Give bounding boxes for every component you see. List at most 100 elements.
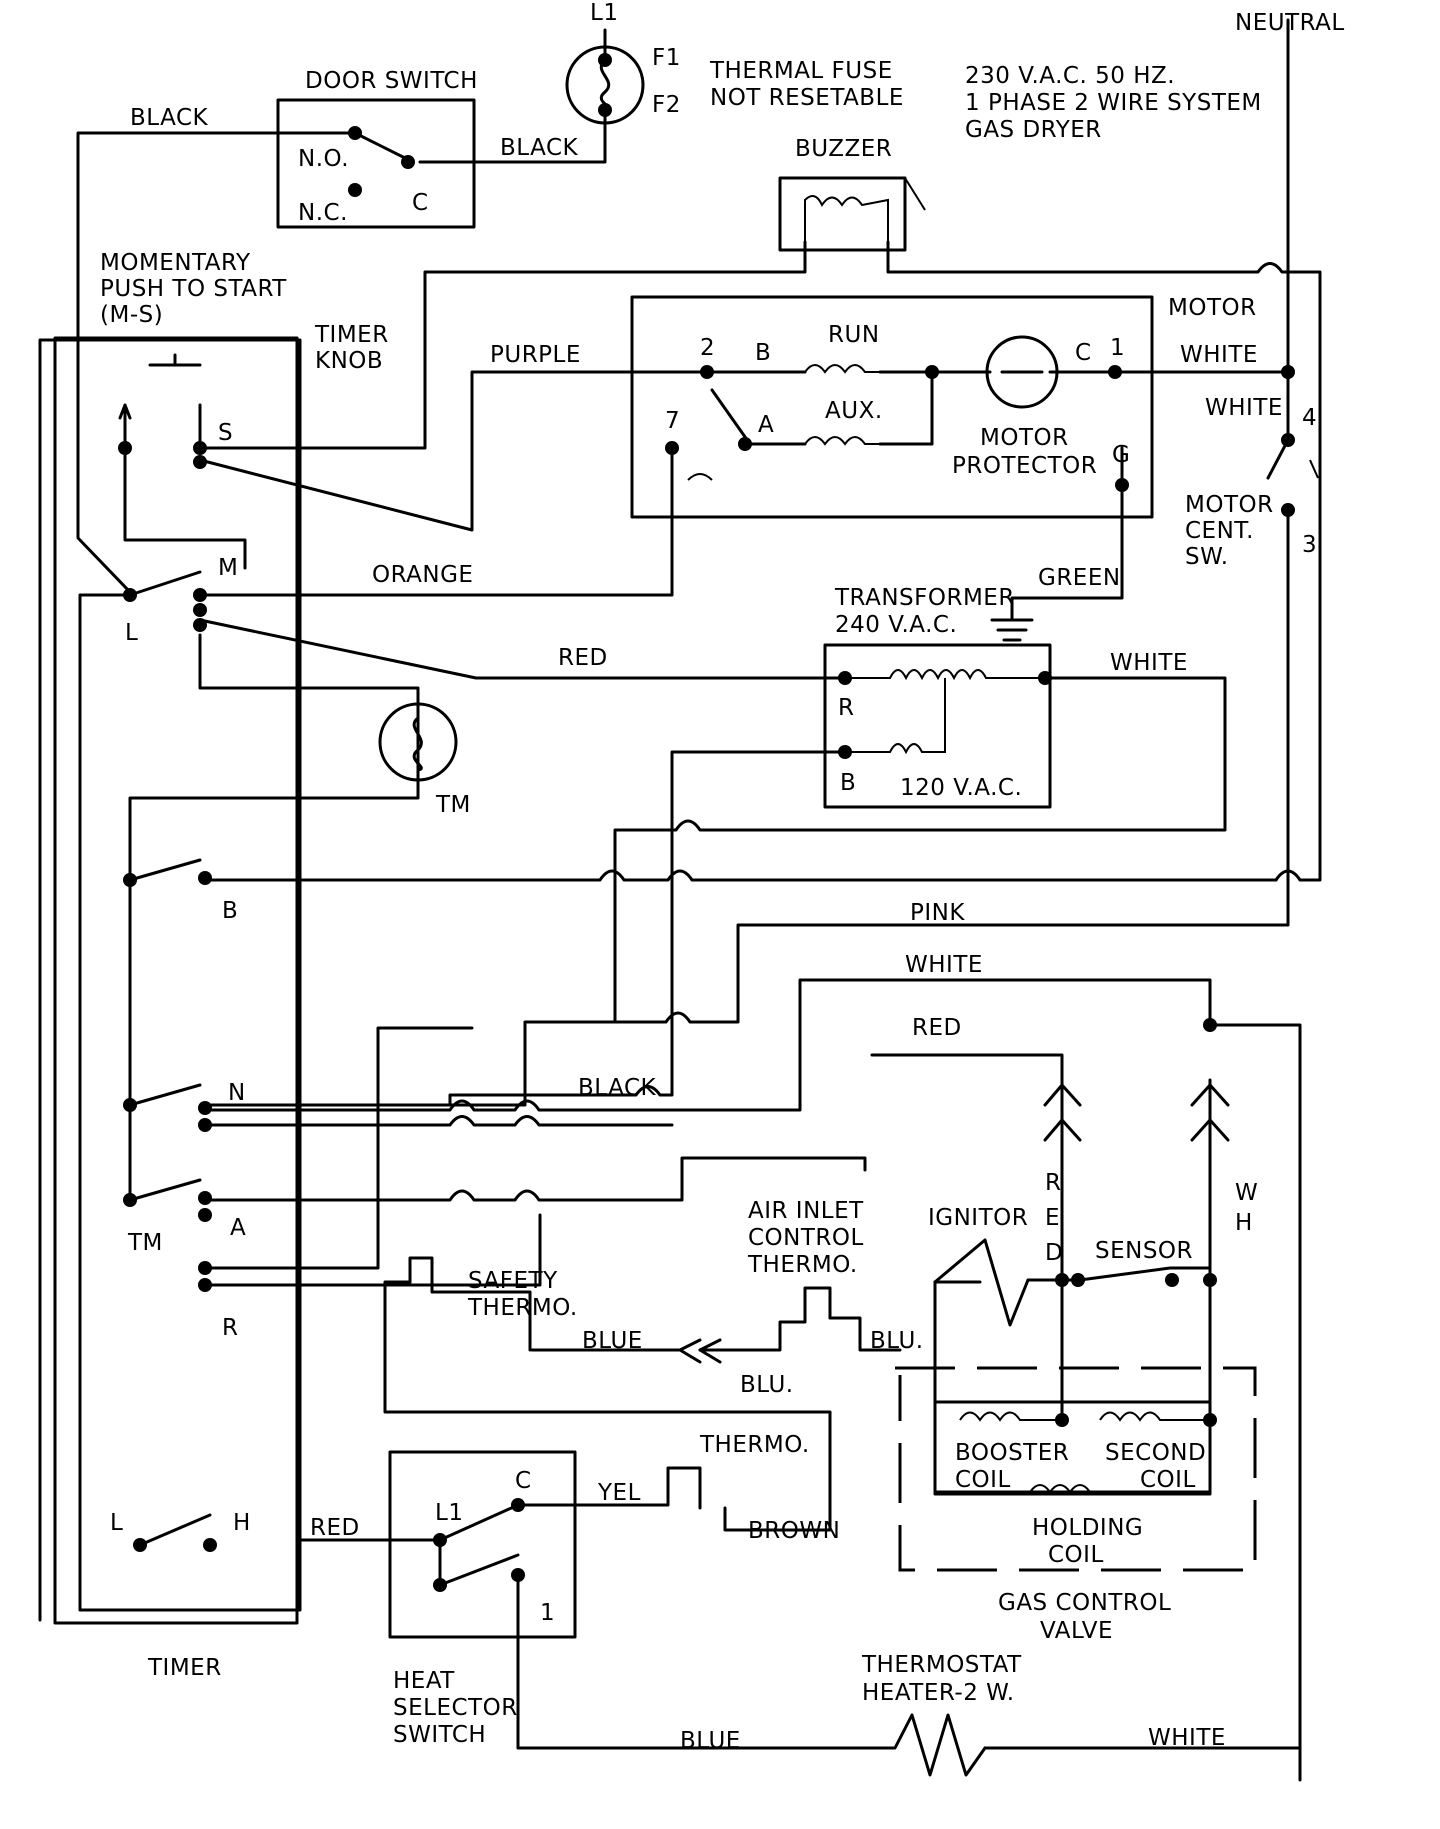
label-timer: TIMER — [147, 1655, 222, 1681]
label-red-2: RED — [912, 1015, 962, 1041]
label-thermal-fuse: THERMAL FUSE — [709, 58, 893, 84]
timer-motor — [378, 702, 458, 782]
terminals — [118, 53, 1295, 1592]
label-white-tr: WHITE — [1110, 650, 1188, 676]
label-tc: C — [1075, 340, 1092, 366]
label-thermo: THERMO. — [699, 1432, 810, 1458]
label-thermostat-1: THERMOSTAT — [861, 1652, 1022, 1678]
label-wh-w: W — [1235, 1180, 1258, 1206]
label-l1-top: L1 — [590, 0, 618, 26]
label-ds-nc: N.C. — [298, 200, 348, 226]
label-white-2: WHITE — [905, 952, 983, 978]
label-f2: F2 — [652, 92, 681, 118]
label-black-2: BLACK — [500, 135, 579, 161]
label-wh-h: H — [1235, 1210, 1253, 1236]
motor-protector — [985, 335, 1059, 409]
label-white-4: WHITE — [1205, 395, 1283, 421]
label-timer-knob-2: KNOB — [315, 348, 383, 374]
label-tm-contact: TM — [127, 1230, 163, 1256]
label-tr-r: R — [838, 695, 854, 721]
label-red-1: RED — [558, 645, 608, 671]
label-aux: AUX. — [825, 398, 883, 424]
label-b-contact: B — [222, 898, 238, 924]
label-m: M — [218, 555, 238, 581]
label-l-bottom: L — [110, 1510, 123, 1536]
label-transformer-1: TRANSFORMER — [834, 585, 1015, 611]
label-t7: 7 — [665, 408, 680, 434]
label-booster-1: BOOSTER — [955, 1440, 1069, 1466]
label-holding-2: COIL — [1048, 1542, 1104, 1568]
label-l-timer: L — [125, 620, 138, 646]
label-blu-2: BLU. — [870, 1328, 924, 1354]
transformer-box — [823, 643, 1052, 809]
label-blue-1: BLUE — [582, 1328, 643, 1354]
label-t1: 1 — [1110, 335, 1125, 361]
label-ds-c: C — [412, 190, 429, 216]
label-h-bottom: H — [233, 1510, 251, 1536]
label-a-contact: A — [230, 1215, 246, 1241]
label-white-3: WHITE — [1148, 1725, 1226, 1751]
label-motor-protector-1: MOTOR — [980, 425, 1069, 451]
thermal-fuse — [565, 45, 645, 125]
label-heat-selector-3: SWITCH — [393, 1722, 486, 1748]
label-t2: 2 — [700, 335, 715, 361]
label-timer-knob-1: TIMER — [314, 322, 389, 348]
label-second-2: COIL — [1140, 1467, 1196, 1493]
label-run: RUN — [828, 322, 880, 348]
labels: L1 F1 F2 THERMAL FUSE NOT RESETABLE 230 … — [100, 0, 1344, 1754]
label-transformer-2: 240 V.A.C. — [835, 612, 957, 638]
label-f1: F1 — [652, 45, 681, 71]
timer-box — [53, 336, 299, 1625]
label-tm-motor: TM — [435, 792, 471, 818]
label-spec-phase: 1 PHASE 2 WIRE SYSTEM — [965, 90, 1262, 116]
label-safety-1: SAFETY — [468, 1268, 558, 1294]
label-tg: G — [1112, 442, 1130, 468]
label-air-inlet-2: CONTROL — [748, 1225, 864, 1251]
label-yel: YEL — [597, 1480, 641, 1506]
label-black-3: BLACK — [578, 1075, 657, 1101]
label-spec-voltage: 230 V.A.C. 50 HZ. — [965, 63, 1175, 89]
label-t3: 3 — [1302, 532, 1317, 558]
label-sensor: SENSOR — [1095, 1238, 1193, 1264]
label-not-resetable: NOT RESETABLE — [710, 85, 904, 111]
label-ignitor: IGNITOR — [928, 1205, 1028, 1231]
label-t4: 4 — [1302, 405, 1317, 431]
label-motor-protector-2: PROTECTOR — [952, 453, 1097, 479]
label-air-inlet-1: AIR INLET — [748, 1198, 864, 1224]
motor-box — [630, 295, 1154, 519]
label-booster-2: COIL — [955, 1467, 1011, 1493]
label-heat-selector-1: HEAT — [393, 1668, 455, 1694]
label-black-1: BLACK — [130, 105, 209, 131]
label-motor-cent-1: MOTOR — [1185, 492, 1274, 518]
label-n-contact: N — [228, 1080, 246, 1106]
label-ds-no: N.O. — [298, 146, 349, 172]
label-safety-2: THERMO. — [467, 1295, 578, 1321]
label-red-3: RED — [310, 1515, 360, 1541]
label-brown: BROWN — [748, 1518, 840, 1544]
label-pink: PINK — [910, 900, 965, 926]
label-momentary: MOMENTARY — [100, 250, 251, 276]
label-hs-l1: L1 — [435, 1500, 463, 1526]
label-blu-1: BLU. — [740, 1372, 794, 1398]
label-blue-2: BLUE — [680, 1728, 741, 1754]
label-tb: B — [755, 340, 771, 366]
label-m-s: (M-S) — [100, 302, 163, 328]
label-door-switch: DOOR SWITCH — [305, 68, 478, 94]
buzzer-box — [778, 176, 907, 252]
label-120vac: 120 V.A.C. — [900, 775, 1022, 801]
label-red-vertical-r: R — [1045, 1170, 1061, 1196]
label-motor-cent-3: SW. — [1185, 544, 1229, 570]
heat-selector-box — [388, 1450, 577, 1639]
label-buzzer: BUZZER — [795, 136, 892, 162]
label-r-contact: R — [222, 1315, 238, 1341]
label-push-to-start: PUSH TO START — [100, 276, 287, 302]
label-air-inlet-3: THERMO. — [747, 1252, 858, 1278]
label-white-motor: WHITE — [1180, 342, 1258, 368]
label-gas-valve-1: GAS CONTROL — [998, 1590, 1171, 1616]
label-thermostat-2: HEATER-2 W. — [862, 1680, 1015, 1706]
label-second-1: SECOND — [1105, 1440, 1206, 1466]
label-motor-cent-2: CENT. — [1185, 518, 1254, 544]
label-purple: PURPLE — [490, 342, 581, 368]
components — [53, 45, 1319, 1777]
